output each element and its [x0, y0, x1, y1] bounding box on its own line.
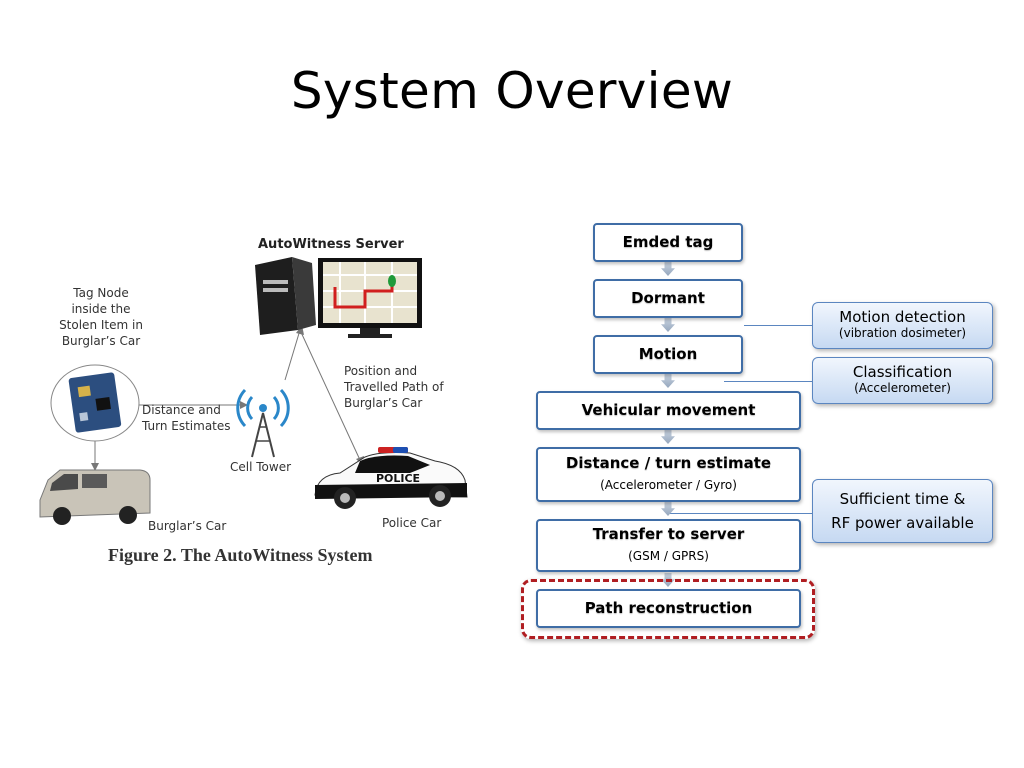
position-label: Position and Travelled Path of Burglar’s…	[344, 364, 444, 410]
arrow-tower-to-server	[284, 329, 301, 381]
step-distance-turn-estimate: Distance / turn estimate (Accelerometer …	[536, 447, 801, 502]
connector-sufficient-time	[668, 513, 812, 514]
slide-title: System Overview	[290, 62, 734, 120]
down-arrow-icon	[661, 318, 675, 332]
step-path-reconstruction: Path reconstruction	[536, 589, 801, 628]
connector-classification	[724, 381, 812, 382]
highlight-dashed-frame	[521, 579, 815, 639]
step-label: Distance / turn estimate	[565, 454, 772, 472]
cell-tower-label: Cell Tower	[230, 460, 292, 474]
step-label: Emded tag	[622, 233, 714, 251]
figure-caption: Figure 2. The AutoWitness System	[108, 545, 373, 565]
note-classification: Classification (Accelerometer)	[812, 357, 993, 404]
step-label: Transfer to server	[592, 525, 745, 543]
burglar-car-label: Burglar’s Car	[148, 519, 227, 533]
note-motion-detection: Motion detection (vibration dosimeter)	[812, 302, 993, 349]
down-arrow-icon	[661, 262, 675, 276]
note-label-line2: RF power available	[831, 514, 974, 532]
note-sublabel: (vibration dosimeter)	[838, 326, 967, 340]
figure-illustration: POLICE	[39, 257, 468, 525]
step-sublabel: (GSM / GPRS)	[628, 549, 709, 563]
tag-node-icon	[50, 364, 140, 442]
step-label: Vehicular movement	[581, 401, 756, 419]
note-sufficient-time: Sufficient time & RF power available	[812, 479, 993, 543]
server-computer-icon	[255, 257, 316, 335]
arrow-server-to-police	[299, 329, 361, 461]
note-label: Sufficient time &	[839, 490, 966, 508]
map-monitor-icon	[318, 258, 422, 338]
distance-label: Distance and Turn Estimates	[142, 403, 231, 433]
step-embed-tag: Emded tag	[593, 223, 743, 262]
police-text: POLICE	[376, 472, 420, 485]
server-title: AutoWitness Server	[258, 237, 404, 252]
down-arrow-icon	[661, 374, 675, 388]
note-label: Classification	[852, 363, 953, 381]
police-car-label: Police Car	[382, 516, 442, 530]
step-sublabel: (Accelerometer / Gyro)	[600, 478, 737, 492]
step-label: Dormant	[631, 289, 705, 307]
note-sublabel: (Accelerometer)	[854, 381, 951, 395]
connector-motion-detection	[744, 325, 812, 326]
step-motion: Motion	[593, 335, 743, 374]
step-label: Motion	[638, 345, 698, 363]
note-label: Motion detection	[839, 308, 966, 326]
cell-tower-icon	[236, 388, 290, 458]
step-vehicular-movement: Vehicular movement	[536, 391, 801, 430]
step-transfer-to-server: Transfer to server (GSM / GPRS)	[536, 519, 801, 572]
down-arrow-icon	[661, 430, 675, 444]
step-label: Path reconstruction	[584, 599, 753, 617]
step-dormant: Dormant	[593, 279, 743, 318]
tag-node-label: Tag Node inside the Stolen Item in Burgl…	[59, 286, 143, 348]
autowitness-figure: POLICE AutoWitness Server Tag Node insid…	[30, 225, 490, 575]
police-car-icon: POLICE	[314, 447, 468, 509]
burglar-van-icon	[39, 469, 151, 525]
